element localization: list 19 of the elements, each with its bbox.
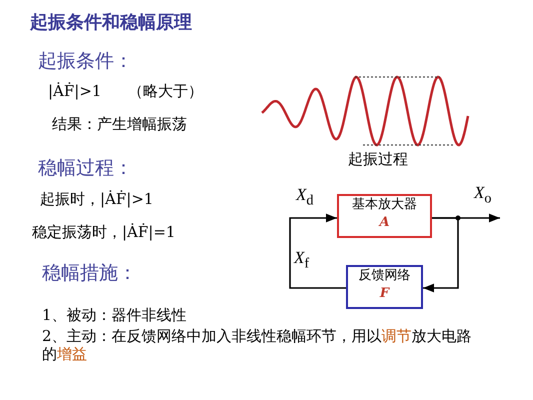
edge-label: X$_{o}$ [474,183,492,208]
signal-label: X$_{d}$ [296,185,314,210]
section-heading: 稳幅措施： [42,262,137,285]
section-heading: 起振条件： [38,50,133,73]
edge-label: X$_{f}$ [294,248,310,272]
formula-text: 起振时，|ȦḞ|>1 [40,190,154,208]
note: （略大于） [128,82,203,100]
formula-text: 稳定振荡时，|ȦḞ|=1 [32,223,176,241]
list-item: 2、主动：在反馈网络中加入非线性稳幅环节，用以调节放大电路的增益 [42,327,473,363]
arrow [289,214,346,289]
arrow [432,214,500,222]
result-text: 结果：产生增幅振荡 [52,115,187,133]
feedback-box: 反馈网络 F [346,265,423,309]
waveform-caption: 起振过程 [348,150,408,168]
section-heading: 稳幅过程： [38,157,133,180]
formula: |ȦḞ|>1 [48,82,102,100]
list-item: 1、被动：器件非线性 [42,306,187,324]
slide-title: 起振条件和稳幅原理 [30,12,192,34]
amplifier-box: 基本放大器 A [337,194,432,238]
